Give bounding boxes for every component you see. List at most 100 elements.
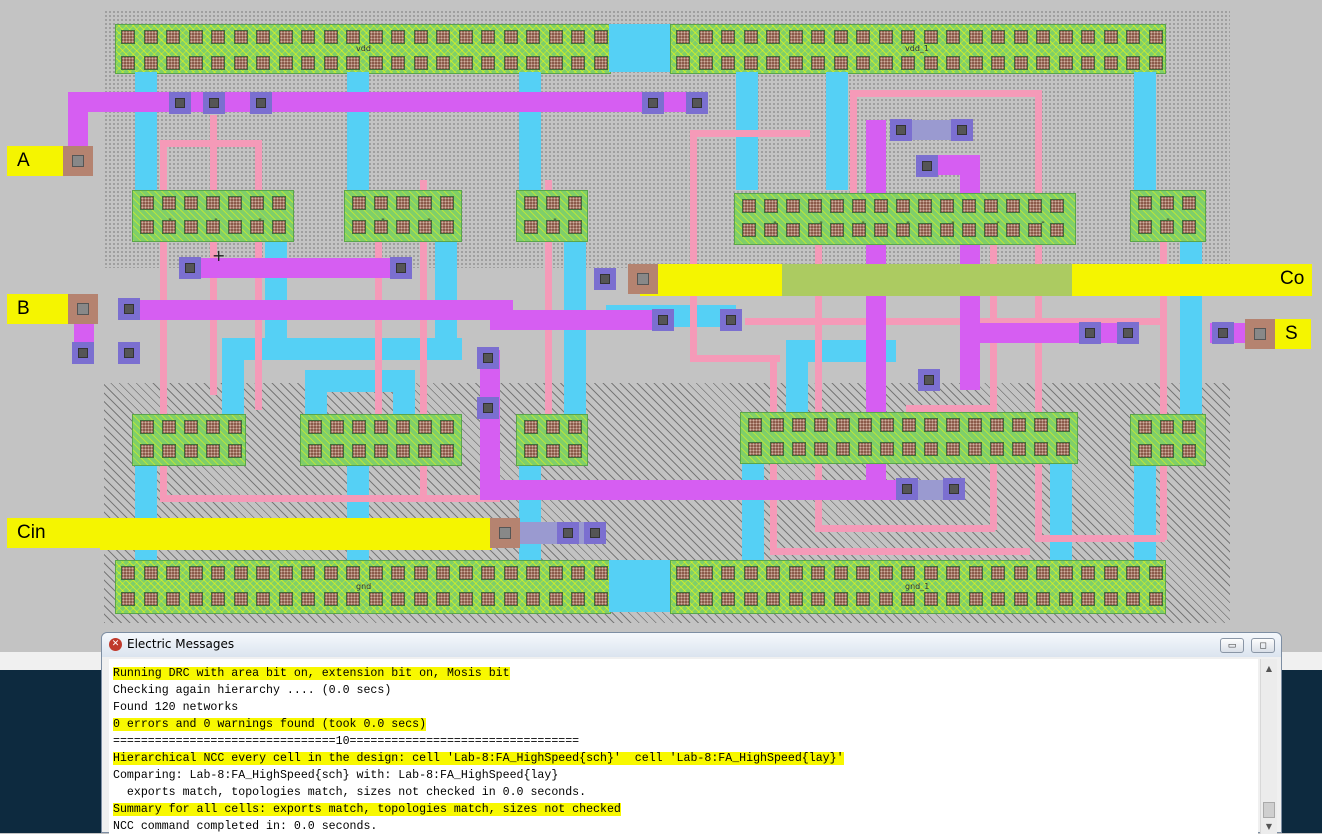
diffusion-contact [352, 196, 366, 210]
pin-co[interactable]: Co [1280, 268, 1305, 289]
diffusion-contact [324, 30, 338, 44]
via-contact[interactable] [1079, 322, 1101, 344]
diffusion-contact [940, 223, 954, 237]
poly-line [1160, 240, 1167, 540]
via-contact[interactable] [896, 478, 918, 500]
metal1-track [347, 72, 369, 190]
diffusion-contact [744, 566, 758, 580]
diffusion-contact [324, 592, 338, 606]
diffusion-contact [524, 196, 538, 210]
via-contact[interactable] [720, 309, 742, 331]
diffusion-contact [1104, 566, 1118, 580]
diffusion-contact [856, 30, 870, 44]
diffusion-contact [836, 418, 850, 432]
pin-s-contact[interactable] [1245, 319, 1275, 349]
via-contact[interactable] [642, 92, 664, 114]
diffusion-contact [414, 30, 428, 44]
diffusion-contact [481, 30, 495, 44]
vertical-scrollbar[interactable]: ▲ ▼ [1260, 659, 1277, 834]
diffusion-contact [1081, 56, 1095, 70]
via-contact[interactable] [918, 369, 940, 391]
via-contact[interactable] [169, 92, 191, 114]
metal2-line [480, 350, 500, 500]
messages-window[interactable]: ✕ Electric Messages ▭ ◻ Running DRC with… [101, 632, 1282, 834]
gate-marker: - [772, 217, 779, 228]
diffusion-contact [391, 56, 405, 70]
diffusion-contact [962, 223, 976, 237]
via-contact[interactable] [652, 309, 674, 331]
diffusion-contact [414, 592, 428, 606]
diffusion-contact [234, 56, 248, 70]
via-contact[interactable] [557, 522, 579, 544]
via-contact[interactable] [916, 155, 938, 177]
pin-cin-contact[interactable] [490, 518, 520, 548]
diffusion-contact [396, 420, 410, 434]
diffusion-contact [814, 442, 828, 456]
via-contact[interactable] [72, 342, 94, 364]
via-contact[interactable] [390, 257, 412, 279]
diffusion-contact [858, 418, 872, 432]
diffusion-contact [206, 444, 220, 458]
via-contact[interactable] [594, 268, 616, 290]
diffusion-contact [440, 220, 454, 234]
minimize-button[interactable]: ▭ [1220, 638, 1244, 653]
via-contact[interactable] [943, 478, 965, 500]
diffusion-contact [440, 196, 454, 210]
pin-b-contact[interactable] [68, 294, 98, 324]
diffusion-contact [256, 30, 270, 44]
diffusion-contact [808, 223, 822, 237]
metal1-track [222, 338, 244, 418]
diffusion-contact [308, 444, 322, 458]
pin-cin[interactable]: Cin [7, 518, 101, 548]
diffusion-contact [1036, 592, 1050, 606]
gate-marker: - [1040, 217, 1047, 228]
layout-canvas[interactable]: vdd vdd_1 gnd gnd_1 [0, 0, 1322, 652]
poly-line [745, 318, 1165, 325]
via-contact[interactable] [686, 92, 708, 114]
chevron-down-icon[interactable]: ▼ [1265, 822, 1273, 831]
diffusion-contact [901, 56, 915, 70]
diffusion-contact [1138, 444, 1152, 458]
scrollbar-thumb[interactable] [1263, 802, 1275, 818]
diffusion-contact [766, 566, 780, 580]
diffusion-contact [391, 30, 405, 44]
metal1-track [519, 72, 541, 190]
diffusion-contact [940, 199, 954, 213]
diffusion-contact [374, 420, 388, 434]
via-contact[interactable] [118, 298, 140, 320]
via-contact[interactable] [890, 119, 912, 141]
poly-line [850, 90, 857, 200]
via-contact[interactable] [1212, 322, 1234, 344]
via-contact[interactable] [203, 92, 225, 114]
pin-a-contact[interactable] [63, 146, 93, 176]
via-contact[interactable] [250, 92, 272, 114]
pin-s[interactable]: S [1275, 319, 1311, 349]
via-contact[interactable] [1117, 322, 1139, 344]
via-contact[interactable] [179, 257, 201, 279]
diffusion-contact [924, 592, 938, 606]
diffusion-contact [140, 444, 154, 458]
via-contact[interactable] [118, 342, 140, 364]
maximize-button[interactable]: ◻ [1251, 638, 1275, 653]
pin-co-contact[interactable] [628, 264, 658, 294]
poly-line [1035, 90, 1042, 200]
vdd-rail-bridge [609, 24, 670, 72]
via-contact[interactable] [477, 397, 499, 419]
diffusion-contact [721, 30, 735, 44]
pin-b[interactable]: B [7, 294, 69, 324]
diffusion-contact [162, 220, 176, 234]
diffusion-contact [256, 566, 270, 580]
via-contact[interactable] [584, 522, 606, 544]
via-contact[interactable] [951, 119, 973, 141]
pin-a[interactable]: A [7, 146, 65, 176]
via-contact[interactable] [477, 347, 499, 369]
diffusion-contact [1138, 196, 1152, 210]
messages-text-area[interactable]: Running DRC with area bit on, extension … [109, 659, 1258, 834]
diffusion-contact [699, 592, 713, 606]
messages-titlebar[interactable]: ✕ Electric Messages ▭ ◻ [102, 633, 1281, 657]
diffusion-contact [789, 56, 803, 70]
diffusion-contact [396, 220, 410, 234]
gate-marker: - [213, 214, 220, 225]
chevron-up-icon[interactable]: ▲ [1265, 664, 1273, 673]
diffusion-contact [481, 592, 495, 606]
